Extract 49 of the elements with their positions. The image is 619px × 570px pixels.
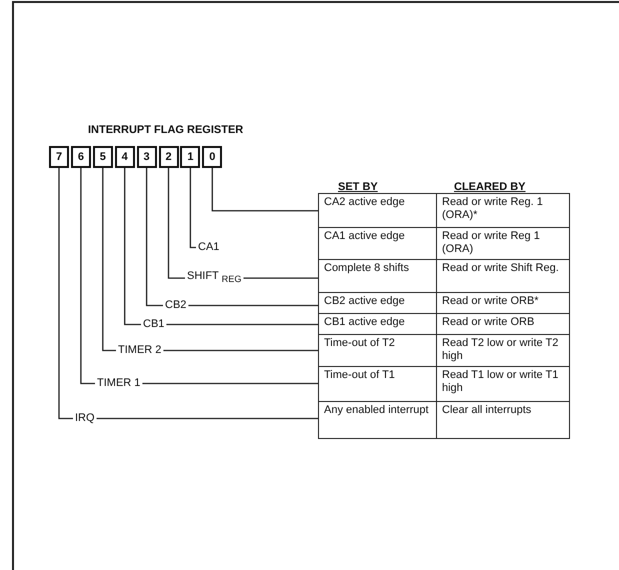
bit-cell: 3 bbox=[136, 146, 157, 168]
connector-line bbox=[58, 168, 73, 420]
bit-cell: 0 bbox=[202, 146, 222, 168]
signal-label: TIMER 2 bbox=[116, 344, 164, 357]
connector-line bbox=[243, 277, 318, 279]
connector-line bbox=[124, 168, 141, 326]
signal-label: CB2 bbox=[163, 299, 188, 312]
connector-line bbox=[188, 304, 318, 306]
cleared-by-text: Read or write Shift Reg. bbox=[441, 261, 560, 276]
connector-line bbox=[163, 350, 318, 352]
cleared-by-text: Read or write Reg 1 (ORA) bbox=[441, 229, 541, 257]
table-row bbox=[318, 401, 570, 438]
bit-cell: 2 bbox=[158, 146, 178, 168]
bit-cell: 5 bbox=[92, 146, 113, 168]
connector-line bbox=[190, 168, 196, 248]
bit-cell: 7 bbox=[49, 146, 69, 168]
set-by-text: Any enabled interrupt bbox=[319, 402, 437, 438]
table-row bbox=[318, 227, 570, 260]
cleared-by-text: Read T1 low or write T1 high bbox=[441, 368, 560, 396]
cleared-by-text: Clear all interrupts bbox=[441, 403, 532, 418]
bit-cell: 4 bbox=[114, 146, 135, 168]
cleared-by-text: Read or write ORB* bbox=[441, 294, 540, 309]
table-row bbox=[318, 334, 570, 368]
connector-line bbox=[102, 168, 116, 352]
cleared-by-text: Read T2 low or write T2 high bbox=[441, 336, 560, 364]
table-row bbox=[318, 292, 570, 314]
signal-label: CB1 bbox=[141, 318, 166, 331]
connector-line bbox=[96, 418, 318, 420]
connector-line bbox=[142, 382, 318, 384]
cleared-by-text: Read or write ORB bbox=[441, 315, 536, 330]
connector-line bbox=[146, 168, 163, 306]
table-row bbox=[318, 259, 570, 294]
connector-line bbox=[166, 324, 318, 326]
signal-label: TIMER 1 bbox=[95, 377, 142, 390]
connector-line bbox=[212, 168, 318, 212]
table-row bbox=[318, 193, 570, 228]
column-header: SET BY bbox=[338, 181, 378, 193]
register-title: INTERRUPT FLAG REGISTER bbox=[88, 124, 244, 136]
column-header: CLEARED BY bbox=[454, 181, 526, 193]
cleared-by-text: Read or write Reg. 1 (ORA)* bbox=[441, 195, 544, 223]
signal-label: SHIFT $_{REG}$ bbox=[185, 270, 244, 286]
signal-label: IRQ bbox=[73, 412, 97, 425]
signal-label: CA1 bbox=[196, 241, 222, 254]
table-row bbox=[318, 366, 570, 402]
bit-cell: 6 bbox=[70, 146, 91, 168]
connector-line bbox=[168, 168, 185, 279]
table-row bbox=[318, 313, 570, 336]
bit-cell: 1 bbox=[180, 146, 200, 168]
connector-line bbox=[80, 168, 95, 384]
